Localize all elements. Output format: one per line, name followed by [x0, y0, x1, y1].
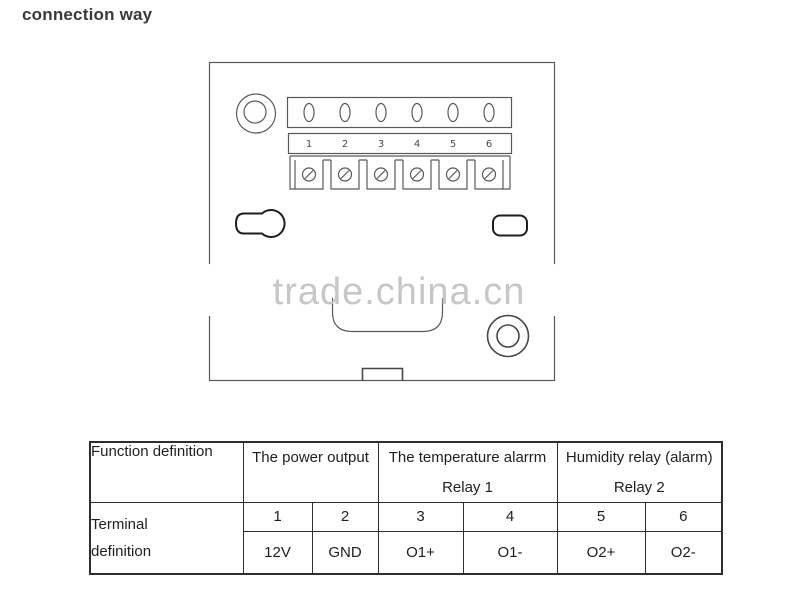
header-power-output: The power output	[242, 441, 379, 503]
terminal-slot	[411, 102, 423, 123]
cable-opening	[331, 298, 444, 333]
header-relay2-label: Relay 2	[613, 479, 665, 496]
keyhole-slot-left	[234, 209, 286, 238]
header-temperature-alarm-label: The temperature alarrm	[388, 449, 547, 466]
terminal-value-cell: O2-	[644, 530, 723, 575]
terminal-number-label: 6	[486, 139, 492, 150]
terminal-value-cell: 12V	[242, 530, 313, 575]
header-humidity-relay-label: Humidity relay (alarm)	[565, 449, 713, 466]
table-row-terminal-numbers: Terminal definition 1 2 3 4 5 6	[89, 501, 723, 575]
terminal-value-cell: O1-	[462, 530, 558, 575]
mounting-screw-bottom-right	[486, 314, 530, 358]
terminal-value-cell: GND	[311, 530, 379, 575]
bottom-notch	[361, 367, 404, 381]
mounting-screw-top-left	[235, 93, 277, 134]
watermark: trade.china.cn	[273, 271, 526, 313]
header-power-output-label: The power output	[252, 449, 369, 466]
terminal-slot	[483, 102, 495, 123]
terminal-value-cell: O1+	[377, 530, 464, 575]
terminal-number-label: 4	[414, 139, 420, 150]
terminal-value-cell: O2+	[556, 530, 646, 575]
mounting-slot-right	[492, 214, 528, 237]
terminal-slot	[447, 102, 459, 123]
header-terminal-definition: Terminal definition	[89, 501, 244, 575]
terminal-number-label: 5	[450, 139, 456, 150]
header-function-definition: Function definition	[89, 441, 244, 503]
terminal-screw	[301, 167, 497, 182]
terminal-slot	[303, 102, 315, 123]
table-row-terminal-values: 12V GND O1+ O1- O2+ O2-	[90, 530, 723, 575]
terminal-number-cell: 4	[462, 501, 558, 532]
terminal-number-cell: 2	[311, 501, 379, 532]
terminal-number-label: 1	[306, 139, 312, 150]
screw-terminal-block	[289, 155, 511, 190]
terminal-number-label: 2	[342, 139, 348, 150]
terminal-definition-line1: Terminal	[91, 515, 148, 533]
function-table: Function definition The power output The…	[89, 441, 724, 575]
device-outline	[208, 61, 556, 382]
header-temperature-alarm: The temperature alarrm Relay 1	[377, 441, 558, 503]
header-humidity-relay: Humidity relay (alarm) Relay 2	[556, 441, 723, 503]
terminal-number-label: 3	[378, 139, 384, 150]
terminal-number-cell: 1	[242, 501, 313, 532]
terminal-slot	[339, 102, 351, 123]
terminal-number-cell: 5	[556, 501, 646, 532]
device-diagram: 1 2 3 4 5 6 trade.china.cn	[203, 61, 561, 382]
table-row-function: Function definition The power output The…	[89, 441, 723, 503]
terminal-number-strip: 1 2 3 4 5 6	[287, 132, 513, 155]
terminal-slot-strip	[286, 96, 513, 129]
terminal-slot	[375, 102, 387, 123]
header-relay1-label: Relay 1	[442, 479, 493, 496]
watermark-glow-right	[548, 264, 561, 316]
terminal-number-cell: 6	[644, 501, 723, 532]
terminal-definition-line2: definition	[91, 542, 152, 560]
watermark-glow-left	[203, 264, 216, 316]
page-title: connection way	[22, 5, 153, 24]
terminal-number-cell: 3	[377, 501, 464, 532]
